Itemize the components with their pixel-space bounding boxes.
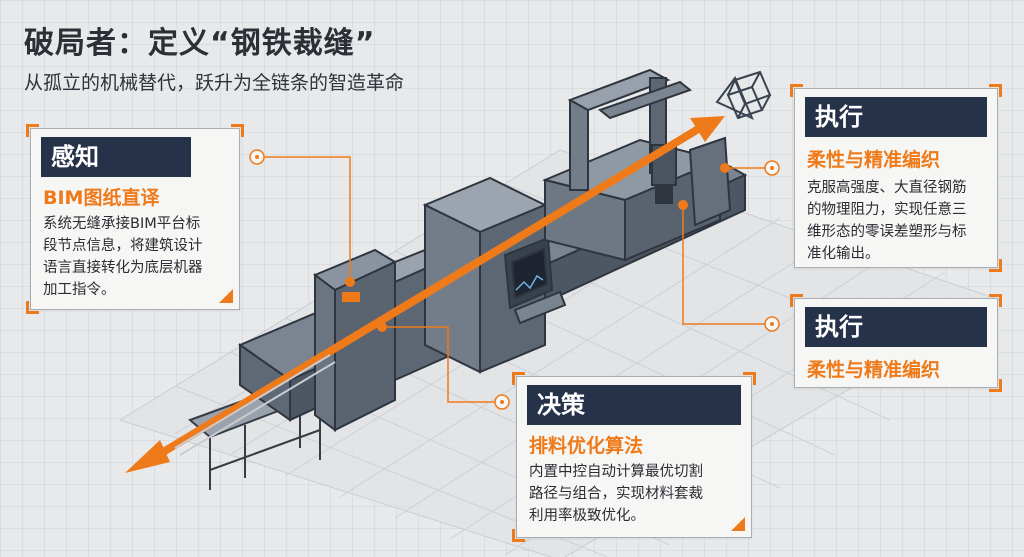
flow-arrow-icon bbox=[125, 116, 725, 473]
corner-triangle-icon bbox=[219, 289, 233, 303]
execution-1-body: 克服高强度、大直径钢筋 的物理阻力，实现任意三 维形态的零误差塑形与标 准化输出… bbox=[807, 180, 967, 262]
perception-body: 系统无缝承接BIM平台标 段节点信息，将建筑设计 语言直接转化为底层机器 加工指… bbox=[43, 216, 203, 298]
page-subtitle: 从孤立的机械替代，跃升为全链条的智造革命 bbox=[24, 72, 405, 94]
decision-subheading: 排料优化算法 bbox=[529, 435, 644, 457]
execution-1-subheading: 柔性与精准编织 bbox=[807, 149, 941, 171]
perception-subheading: BIM图纸直译 bbox=[43, 187, 160, 209]
execution-2-subheading: 柔性与精准编织 bbox=[807, 359, 941, 381]
perception-card: 感知 BIM图纸直译 系统无缝承接BIM平台标 段节点信息，将建筑设计 语言直接… bbox=[26, 124, 244, 314]
page-title: 破局者：定义“钢铁裁缝” bbox=[24, 26, 376, 61]
execution-2-heading: 执行 bbox=[805, 307, 987, 347]
execution-card-2: 执行 柔性与精准编织 bbox=[790, 294, 1002, 392]
rebar-cage-icon bbox=[715, 70, 772, 120]
decision-card: 决策 排料优化算法 内置中控自动计算最优切割 路径与组合，实现材料套裁 利用率极… bbox=[512, 372, 756, 542]
decision-body: 内置中控自动计算最优切割 路径与组合，实现材料套裁 利用率极致优化。 bbox=[529, 464, 703, 524]
execution-1-heading: 执行 bbox=[805, 97, 987, 137]
decision-heading: 决策 bbox=[527, 385, 741, 425]
corner-triangle-icon bbox=[731, 517, 745, 531]
perception-heading: 感知 bbox=[41, 137, 191, 177]
connector-dot-icon bbox=[249, 149, 780, 410]
execution-card-1: 执行 柔性与精准编织 克服高强度、大直径钢筋 的物理阻力，实现任意三 维形态的零… bbox=[790, 84, 1002, 272]
